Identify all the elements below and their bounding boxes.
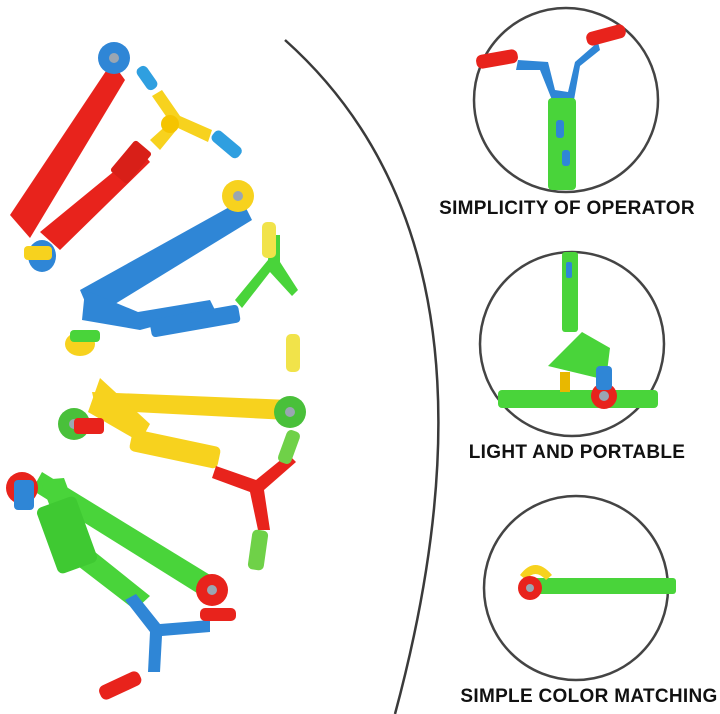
scooter-green bbox=[6, 472, 236, 700]
scooter-yellow bbox=[58, 378, 306, 571]
scooter-blue bbox=[65, 180, 300, 372]
scooter-red bbox=[10, 42, 242, 272]
feature-caption-3: SIMPLE COLOR MATCHING bbox=[460, 686, 718, 707]
feature-caption-2: LIGHT AND PORTABLE bbox=[468, 442, 686, 463]
feature-circle-handlebar bbox=[472, 6, 660, 194]
divider-arc bbox=[284, 39, 440, 714]
feature-circle-deck-wheel bbox=[478, 250, 666, 438]
feature-caption-1: SIMPLICITY OF OPERATOR bbox=[439, 198, 695, 219]
feature-circle-rear-wheel bbox=[482, 494, 676, 682]
